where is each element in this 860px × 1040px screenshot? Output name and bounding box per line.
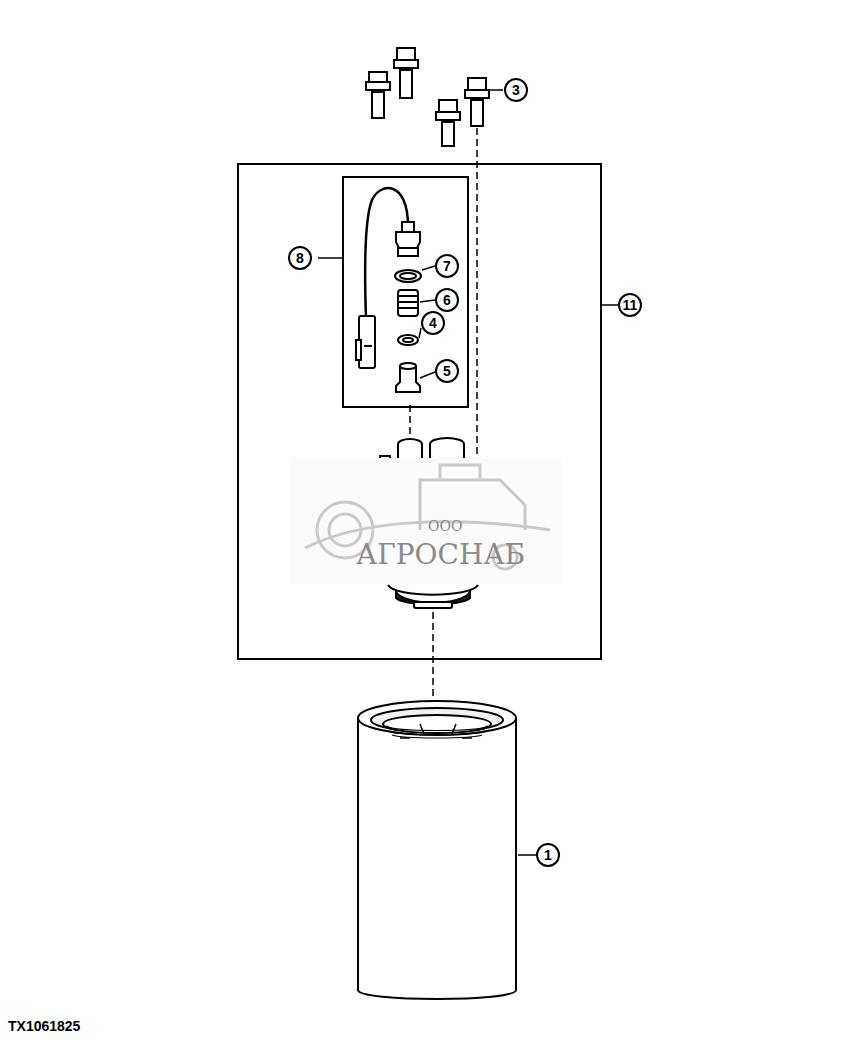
watermark-text: ООО xyxy=(428,518,462,534)
figure-code: TX1061825 xyxy=(8,1018,80,1034)
callout-number: 7 xyxy=(435,254,459,278)
callout-number: 3 xyxy=(504,78,528,102)
callout-number: 8 xyxy=(288,246,312,270)
callout-number: 6 xyxy=(435,288,459,312)
watermark-text: АГРОСНАБ xyxy=(356,538,525,571)
bolts xyxy=(366,48,489,146)
callout-number: 5 xyxy=(435,359,459,383)
callout-number: 11 xyxy=(618,293,642,317)
callout-number: 1 xyxy=(536,843,560,867)
callout-number: 4 xyxy=(421,311,445,335)
group-frame: 118 xyxy=(237,163,602,660)
